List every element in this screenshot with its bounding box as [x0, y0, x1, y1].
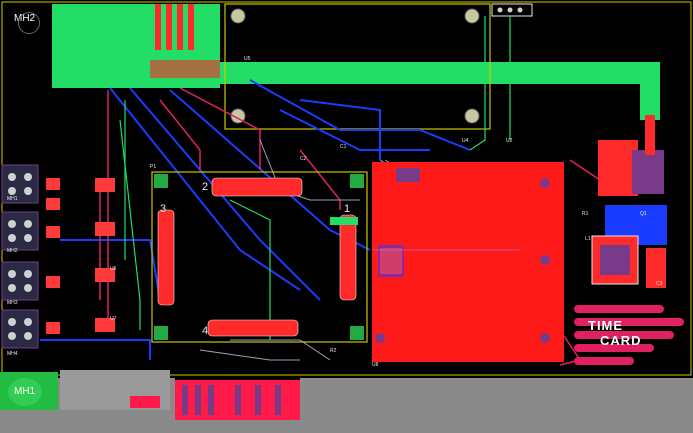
rj-connectors: [1, 164, 39, 349]
green-fill-plane: [52, 4, 660, 120]
mezzanine-outline: [151, 171, 368, 343]
logo-text-time: TIME: [588, 318, 624, 333]
power-ic: [632, 150, 664, 194]
header-j1: [491, 3, 533, 17]
mh1-label: MH1: [14, 386, 36, 397]
ref-label: U5: [244, 56, 251, 62]
bottom-traces: [40, 79, 471, 360]
panel-area: [0, 378, 693, 433]
ref-label: U6: [110, 266, 117, 272]
ref-label: U2: [506, 138, 513, 144]
connector-numbers: 1 2 3 4: [160, 181, 350, 337]
mh2-hole: [18, 12, 40, 34]
ref-label: U4: [462, 138, 469, 144]
logo-text-card: CARD: [600, 333, 642, 348]
svg-text:2: 2: [202, 181, 208, 193]
ref-label: P1: [150, 164, 156, 170]
ref-label: R2: [330, 348, 337, 354]
ref-label: L1: [585, 236, 591, 242]
logo-swoosh: [574, 305, 684, 365]
label-mh: MH2: [7, 248, 18, 254]
svg-text:4: 4: [202, 325, 208, 337]
mount-pad: [464, 108, 480, 124]
signal-traces: [119, 16, 511, 340]
mh1-pad: [8, 378, 42, 406]
label-mh: MH4: [7, 351, 18, 357]
ref-label: Q1: [640, 211, 647, 217]
ref-label: U7: [110, 316, 117, 322]
svg-text:1: 1: [344, 203, 350, 215]
edge-comb: [150, 4, 220, 78]
ref-label: U8: [372, 362, 379, 368]
ref-label: C3: [656, 281, 663, 287]
svg-text:3: 3: [160, 203, 166, 215]
label-mh: MH3: [7, 300, 18, 306]
ref-label: R1: [582, 211, 589, 217]
ref-label: C1: [340, 144, 347, 150]
silkscreen-labels: MH1 MH2 MH3 MH4 P1 U4 U2 U5 U8 R2 L1 R1 …: [7, 56, 663, 368]
left-smd-parts: [46, 178, 115, 334]
power-module: [598, 140, 638, 196]
ref-label: C2: [300, 156, 307, 162]
mount-pad: [464, 8, 480, 24]
label-mh: MH1: [7, 196, 18, 202]
mezzanine-connectors: [157, 177, 357, 337]
mount-pad: [230, 8, 246, 24]
